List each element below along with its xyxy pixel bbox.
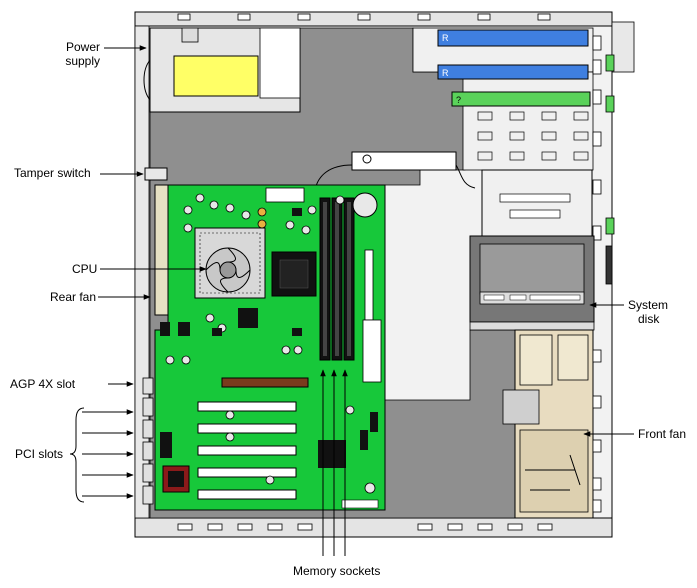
pci-slot-connectors: [197, 401, 297, 500]
motherboard: [154, 184, 386, 511]
front-fan-label: Front fan: [638, 427, 687, 441]
svg-text:?: ?: [456, 95, 461, 105]
drive-bays: R R ?: [412, 21, 635, 285]
svg-text:R: R: [442, 68, 449, 78]
svg-text:R: R: [442, 33, 449, 43]
system-disk-label-line2: disk: [638, 312, 660, 326]
pci-slots-label: PCI slots: [15, 447, 64, 461]
power-supply-label-line1: Power: [65, 40, 100, 54]
memory-sockets-label: Memory sockets: [293, 564, 381, 578]
tamper-switch-label: Tamper switch: [14, 166, 91, 180]
rear-fan-label: Rear fan: [50, 290, 97, 304]
cpu-label: CPU: [72, 262, 98, 276]
agp-slot-label: AGP 4X slot: [10, 377, 76, 391]
tamper-switch: [144, 167, 168, 181]
memory-sockets: [319, 197, 355, 361]
power-supply: [143, 27, 301, 113]
system-disk-label-line1: System: [628, 298, 669, 312]
cpu-heatsink: [194, 227, 266, 299]
front-fan: [502, 329, 602, 519]
leader-lines: [69, 45, 634, 556]
power-supply-label-line2: supply: [65, 54, 100, 68]
rear-brackets: [142, 377, 154, 505]
system-disk: [469, 169, 595, 331]
